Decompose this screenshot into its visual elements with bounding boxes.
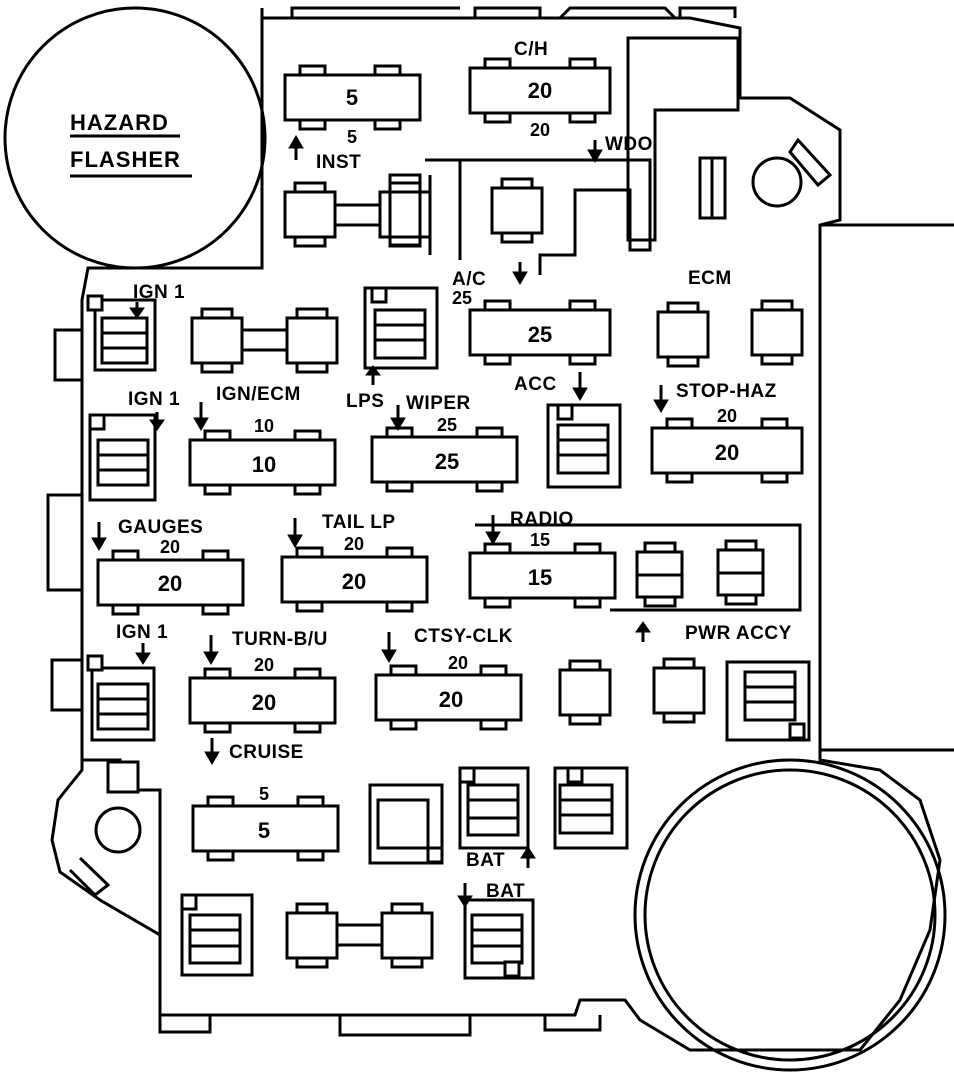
label-ign1-low: IGN 1	[116, 622, 168, 643]
breaker-blocks	[86, 286, 811, 980]
label-turn-bu: TURN-B/U	[232, 629, 328, 650]
label-ctsy-clk: CTSY-CLK	[414, 626, 513, 647]
label-wiper: WIPER	[406, 393, 471, 414]
rating-inst: 5	[347, 127, 357, 147]
housing-outline	[46, 6, 954, 1052]
label-wdo: WDO	[605, 134, 653, 155]
arrow-icon	[203, 635, 219, 665]
arrow-icon	[193, 402, 209, 431]
fuse-ctsy-clk-value: 20	[439, 687, 463, 712]
rating-ign-ecm: 10	[254, 416, 274, 436]
label-gauges: GAUGES	[118, 517, 203, 538]
arrow-icon	[135, 643, 151, 665]
arrow-icon	[381, 632, 397, 663]
fuse-ch: 20	[468, 57, 612, 124]
rating-ac: 25	[452, 288, 472, 308]
fuse-ctsy-clk: 20	[374, 664, 523, 731]
fuse-ac: 25	[468, 299, 612, 366]
fuse-radio-value: 15	[528, 565, 552, 590]
fuse-ac-value: 25	[528, 322, 552, 347]
circuit-labels: C/H 20 5 INST WDO A/C 25 ECM IGN 1 IGN 1…	[116, 39, 792, 902]
fuse-cruise: 5	[191, 795, 340, 862]
arrow-icon	[520, 846, 536, 868]
arrow-icon	[364, 365, 382, 385]
hazard-flasher-line2: FLASHER	[70, 147, 181, 172]
fuse-gauges: 20	[96, 549, 245, 616]
label-pwr-accy: PWR ACCY	[685, 623, 792, 644]
arrow-icon	[288, 135, 304, 160]
arrow-icon	[91, 522, 107, 551]
label-bat-lower: BAT	[486, 881, 525, 902]
label-ign-ecm: IGN/ECM	[216, 384, 301, 405]
lower-circle	[633, 758, 947, 1072]
lower-circle-inner	[643, 768, 937, 1062]
label-ecm: ECM	[688, 268, 732, 289]
fuse-ign-ecm: 10	[188, 429, 337, 496]
label-radio: RADIO	[510, 509, 574, 530]
fuse-turn-bu: 20	[188, 667, 337, 734]
fuse-wiper: 25	[370, 426, 519, 493]
label-stop-haz: STOP-HAZ	[676, 381, 777, 402]
rating-ctsy-clk: 20	[448, 653, 468, 673]
rating-tail-lp: 20	[344, 534, 364, 554]
arrow-icon	[287, 518, 303, 548]
rating-wiper: 25	[437, 415, 457, 435]
fuse-wiper-value: 25	[435, 449, 459, 474]
arrow-icon	[512, 262, 528, 285]
fuse-inst: 5	[283, 64, 422, 131]
rating-stop-haz: 20	[717, 406, 737, 426]
rating-cruise: 5	[259, 784, 269, 804]
arrows	[91, 135, 669, 908]
fuse-stop-haz-value: 20	[715, 440, 739, 465]
label-tail-lp: TAIL LP	[322, 512, 396, 533]
label-ch: C/H	[514, 39, 548, 60]
fuse-radio: 15	[468, 542, 617, 609]
fuse-ign-ecm-value: 10	[252, 452, 276, 477]
fuse-tail-lp-value: 20	[342, 569, 366, 594]
label-bat-upper: BAT	[466, 850, 505, 871]
label-cruise: CRUISE	[229, 742, 304, 763]
rating-ch: 20	[530, 120, 550, 140]
fuse-cruise-value: 5	[258, 818, 270, 843]
label-ign1-top: IGN 1	[133, 282, 185, 303]
fuse-ch-value: 20	[528, 78, 552, 103]
fuse-tail-lp: 20	[280, 546, 429, 613]
arrow-icon	[457, 883, 473, 908]
fuse-inst-value: 5	[346, 85, 358, 110]
label-acc: ACC	[514, 374, 557, 395]
label-inst: INST	[316, 152, 361, 173]
empty-cavities	[190, 173, 804, 969]
arrow-icon	[204, 738, 220, 765]
fuse-stop-haz: 20	[650, 417, 804, 484]
arrow-icon	[390, 405, 406, 431]
arrow-icon	[587, 140, 603, 163]
rating-gauges: 20	[160, 537, 180, 557]
arrow-icon	[635, 621, 651, 642]
rating-radio: 15	[530, 530, 550, 550]
hazard-flasher-line1: HAZARD	[70, 110, 169, 135]
label-ac: A/C	[452, 269, 486, 290]
label-lps: LPS	[346, 391, 384, 412]
hazard-flasher: HAZARD FLASHER	[3, 6, 267, 270]
arrow-icon	[653, 385, 669, 413]
fuse-gauges-value: 20	[158, 571, 182, 596]
arrow-icon	[485, 515, 501, 545]
rating-turn-bu: 20	[254, 655, 274, 675]
fuse-turn-bu-value: 20	[252, 690, 276, 715]
arrow-icon	[149, 412, 165, 431]
arrow-icon	[572, 372, 588, 401]
arrow-icon	[129, 302, 145, 319]
label-ign1-mid: IGN 1	[128, 389, 180, 410]
